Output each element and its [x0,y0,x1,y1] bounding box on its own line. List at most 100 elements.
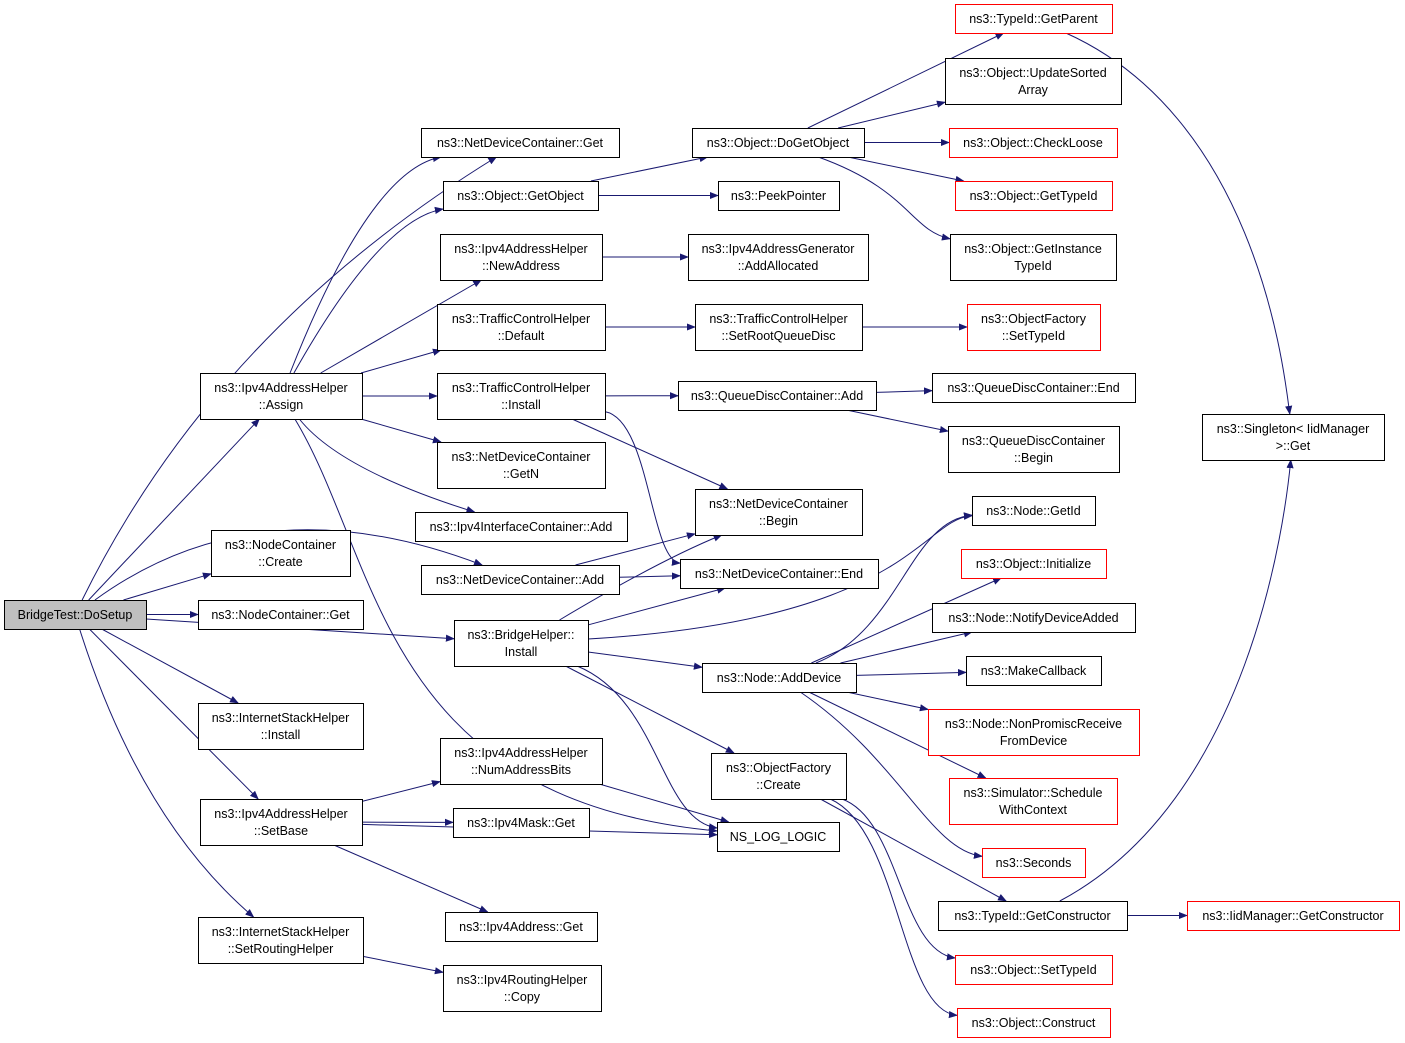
node-ipv4address-get[interactable]: ns3::Ipv4Address::Get [445,912,598,942]
node-ndc-get[interactable]: ns3::NetDeviceContainer::Get [421,128,620,158]
call-edge-node_adddevice-to-node_getid [815,512,973,664]
call-edge-bh_install-to-ndc_begin [559,534,723,621]
node-label: ns3::Object::Construct [972,1016,1096,1030]
node-label: ns3::Ipv4AddressGenerator [702,242,855,256]
call-edge-of_create-to-obj_construct [830,798,958,1019]
node-ish-install[interactable]: ns3::InternetStackHelper::Install [198,703,364,750]
node-label: ns3::MakeCallback [981,664,1087,678]
node-label: ::Create [756,778,801,792]
node-label: ns3::Object::DoGetObject [707,136,850,150]
node-label: ns3::Object::CheckLoose [963,136,1103,150]
node-box [453,808,590,838]
node-box [421,128,620,158]
call-edge-qdc_add-to-qdc_end [875,387,933,395]
node-box [437,442,606,489]
node-label: ns3::TypeId::GetParent [969,12,1098,26]
node-ipv4ah-numaddressbits[interactable]: ns3::Ipv4AddressHelper::NumAddressBits [440,738,603,785]
node-ipv4mask-get[interactable]: ns3::Ipv4Mask::Get [453,808,590,838]
node-label: ::SetBase [254,824,308,838]
node-obj-construct[interactable]: ns3::Object::Construct [957,1008,1111,1038]
node-qdc-begin[interactable]: ns3::QueueDiscContainer::Begin [948,426,1120,473]
node-of-create[interactable]: ns3::ObjectFactory::Create [711,753,847,800]
node-box [945,58,1122,105]
node-ipv4ah-newaddress[interactable]: ns3::Ipv4AddressHelper::NewAddress [440,234,603,281]
node-ipv4ah-assign[interactable]: ns3::Ipv4AddressHelper::Assign [200,373,363,420]
node-tch-default[interactable]: ns3::TrafficControlHelper::Default [437,304,606,351]
node-ish-setroutinghelper[interactable]: ns3::InternetStackHelper::SetRoutingHelp… [198,917,364,964]
node-nc-create[interactable]: ns3::NodeContainer::Create [211,530,351,577]
node-of-settypeid[interactable]: ns3::ObjectFactory::SetTypeId [967,304,1101,351]
call-edge-ipv4ah_assign-to-ndc_getn [360,418,442,444]
call-edge-ipv4ah_numaddressbits-to-ns_log_logic [599,783,730,824]
node-typeid-getconstructor[interactable]: ns3::TypeId::GetConstructor [938,901,1128,931]
call-edges [79,32,1294,1019]
node-label: ::SetTypeId [1002,329,1065,343]
node-box [443,181,599,211]
node-bh-install[interactable]: ns3::BridgeHelper::Install [454,620,589,667]
node-label: ns3::Seconds [996,856,1072,870]
node-box [211,530,351,577]
node-label: ns3::Node::AddDevice [717,671,841,685]
node-box [957,1008,1111,1038]
node-ipv4ah-setbase[interactable]: ns3::Ipv4AddressHelper::SetBase [200,799,363,846]
node-ipv4rh-copy[interactable]: ns3::Ipv4RoutingHelper::Copy [443,965,602,1012]
node-ns-log-logic[interactable]: NS_LOG_LOGIC [717,822,840,852]
node-node-getid[interactable]: ns3::Node::GetId [972,496,1096,526]
node-label: WithContext [999,803,1068,817]
call-edge-ipv4ah_assign-to-ns_log_logic [294,418,718,834]
node-ipv4ic-add[interactable]: ns3::Ipv4InterfaceContainer::Add [415,512,628,542]
node-obj-dogetobject[interactable]: ns3::Object::DoGetObject [692,128,865,158]
node-box [955,181,1113,211]
node-peekpointer[interactable]: ns3::PeekPointer [718,181,840,211]
node-node-adddevice[interactable]: ns3::Node::AddDevice [702,663,857,693]
node-obj-getobject[interactable]: ns3::Object::GetObject [443,181,599,211]
node-label: ns3::TrafficControlHelper [452,312,590,326]
node-qdc-end[interactable]: ns3::QueueDiscContainer::End [932,373,1136,403]
function-nodes: BridgeTest::DoSetup ns3::NetDeviceContain… [4,4,1400,1038]
node-label: ns3::ObjectFactory [726,761,832,775]
call-edge-bh_install-to-ns_log_logic [576,665,718,831]
node-dosetup[interactable]: BridgeTest::DoSetup [4,600,147,630]
node-box [972,496,1096,526]
node-label: ns3::ObjectFactory [981,312,1087,326]
node-singleton-get[interactable]: ns3::Singleton< IidManager>::Get [1202,414,1385,461]
node-box [932,603,1136,633]
node-obj-settypeid[interactable]: ns3::Object::SetTypeId [955,955,1113,985]
node-tch-install[interactable]: ns3::TrafficControlHelper::Install [437,373,606,420]
node-label: ns3::NetDeviceContainer::Add [436,573,604,587]
node-box [948,426,1120,473]
node-label: ns3::InternetStackHelper [212,711,350,725]
node-ndc-end[interactable]: ns3::NetDeviceContainer::End [680,559,879,589]
node-label: ::Assign [259,398,304,412]
call-edge-ipv4ah_assign-to-obj_getobject [293,206,444,374]
node-box [695,304,863,351]
node-seconds[interactable]: ns3::Seconds [982,848,1086,878]
node-ndc-getn[interactable]: ns3::NetDeviceContainer::GetN [437,442,606,489]
call-edge-ndc_add-to-ndc_end [618,572,681,580]
node-obj-initialize[interactable]: ns3::Object::Initialize [961,549,1107,579]
node-ndc-begin[interactable]: ns3::NetDeviceContainer::Begin [695,489,863,536]
node-label: ns3::Ipv4AddressHelper [214,807,347,821]
node-nc-get[interactable]: ns3::NodeContainer::Get [198,600,364,630]
call-edge-ipv4ah_assign-to-ipv4ic_add [298,418,476,514]
node-iidmanager-getconstructor[interactable]: ns3::IidManager::GetConstructor [1187,901,1400,931]
node-typeid-getparent[interactable]: ns3::TypeId::GetParent [955,4,1113,34]
node-label: ::SetRootQueueDisc [722,329,836,343]
call-edge-ipv4ah_assign-to-tch_default [360,348,442,374]
node-ndc-add[interactable]: ns3::NetDeviceContainer::Add [421,565,620,595]
call-edge-typeid_getconstructor-to-singleton_get [1059,459,1294,902]
node-obj-checkloose[interactable]: ns3::Object::CheckLoose [949,128,1118,158]
call-edge-bh_install-to-node_adddevice [587,651,703,670]
node-node-notifydeviceadded[interactable]: ns3::Node::NotifyDeviceAdded [932,603,1136,633]
node-obj-gettypeid[interactable]: ns3::Object::GetTypeId [955,181,1113,211]
node-tch-setrootqueuedisc[interactable]: ns3::TrafficControlHelper::SetRootQueueD… [695,304,863,351]
node-ipv4ag-addallocated[interactable]: ns3::Ipv4AddressGenerator::AddAllocated [688,234,869,281]
call-edge-dosetup-to-ndc_get [81,156,498,601]
node-label: ns3::Simulator::Schedule [964,786,1103,800]
node-makecallback[interactable]: ns3::MakeCallback [966,656,1102,686]
node-qdc-add[interactable]: ns3::QueueDiscContainer::Add [678,381,877,411]
